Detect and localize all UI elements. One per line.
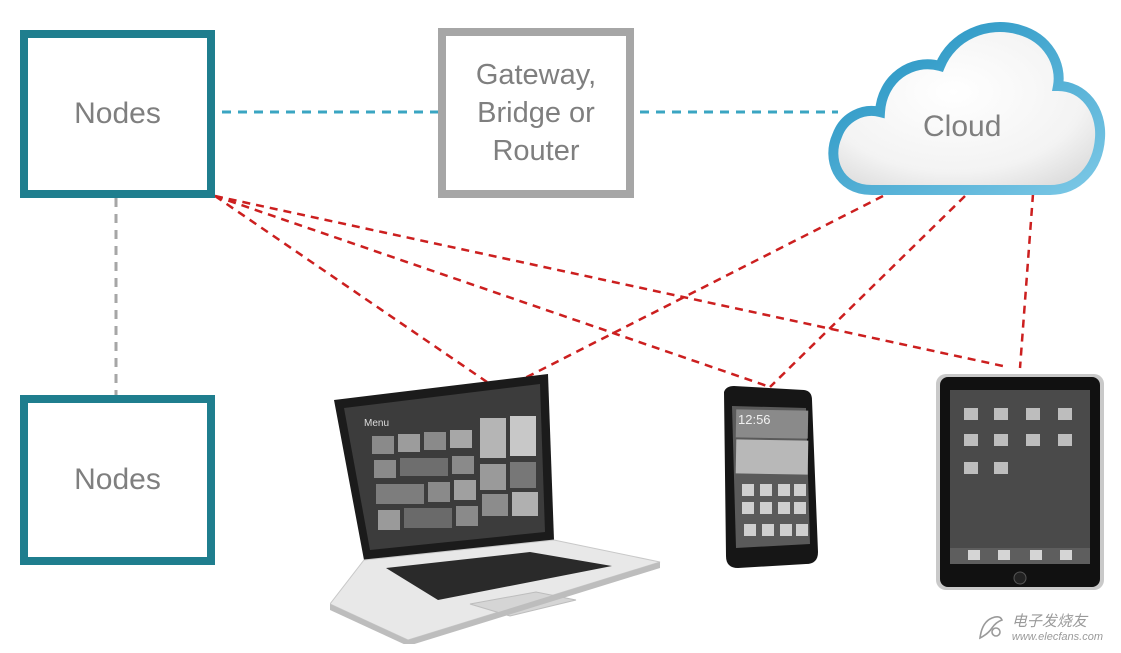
- link-nodes-tablet: [214, 194, 1004, 368]
- laptop-icon: Menu: [330, 374, 661, 644]
- watermark: 电子发烧友 www.elecfans.com: [976, 610, 1103, 643]
- smartphone-icon: 12:56: [724, 386, 818, 568]
- link-nodes-phone: [214, 194, 771, 389]
- watermark-url: www.elecfans.com: [1011, 631, 1103, 643]
- cloud-icon: [828, 22, 1106, 195]
- laptop-menu-text: Menu: [364, 418, 389, 429]
- tablet-icon: [936, 374, 1104, 590]
- link-cloud-laptop: [524, 194, 884, 380]
- link-cloud-phone: [769, 195, 966, 388]
- nodes-label-bottom: Nodes: [74, 463, 161, 496]
- gateway-label: Gateway, Bridge or Router: [475, 59, 597, 167]
- nodes-label-top: Nodes: [74, 97, 161, 130]
- watermark-logo-icon: [978, 615, 1003, 639]
- nodes-box-bottom: Nodes: [20, 395, 215, 565]
- phone-clock: 12:56: [738, 412, 771, 427]
- link-nodes-laptop: [214, 194, 488, 384]
- nodes-box-top: Nodes: [20, 30, 215, 198]
- watermark-cn: 电子发烧友: [1011, 612, 1087, 630]
- cloud-label: Cloud: [923, 110, 1002, 143]
- link-cloud-tablet: [1018, 193, 1035, 369]
- gateway-box: Gateway, Bridge or Router: [438, 28, 634, 198]
